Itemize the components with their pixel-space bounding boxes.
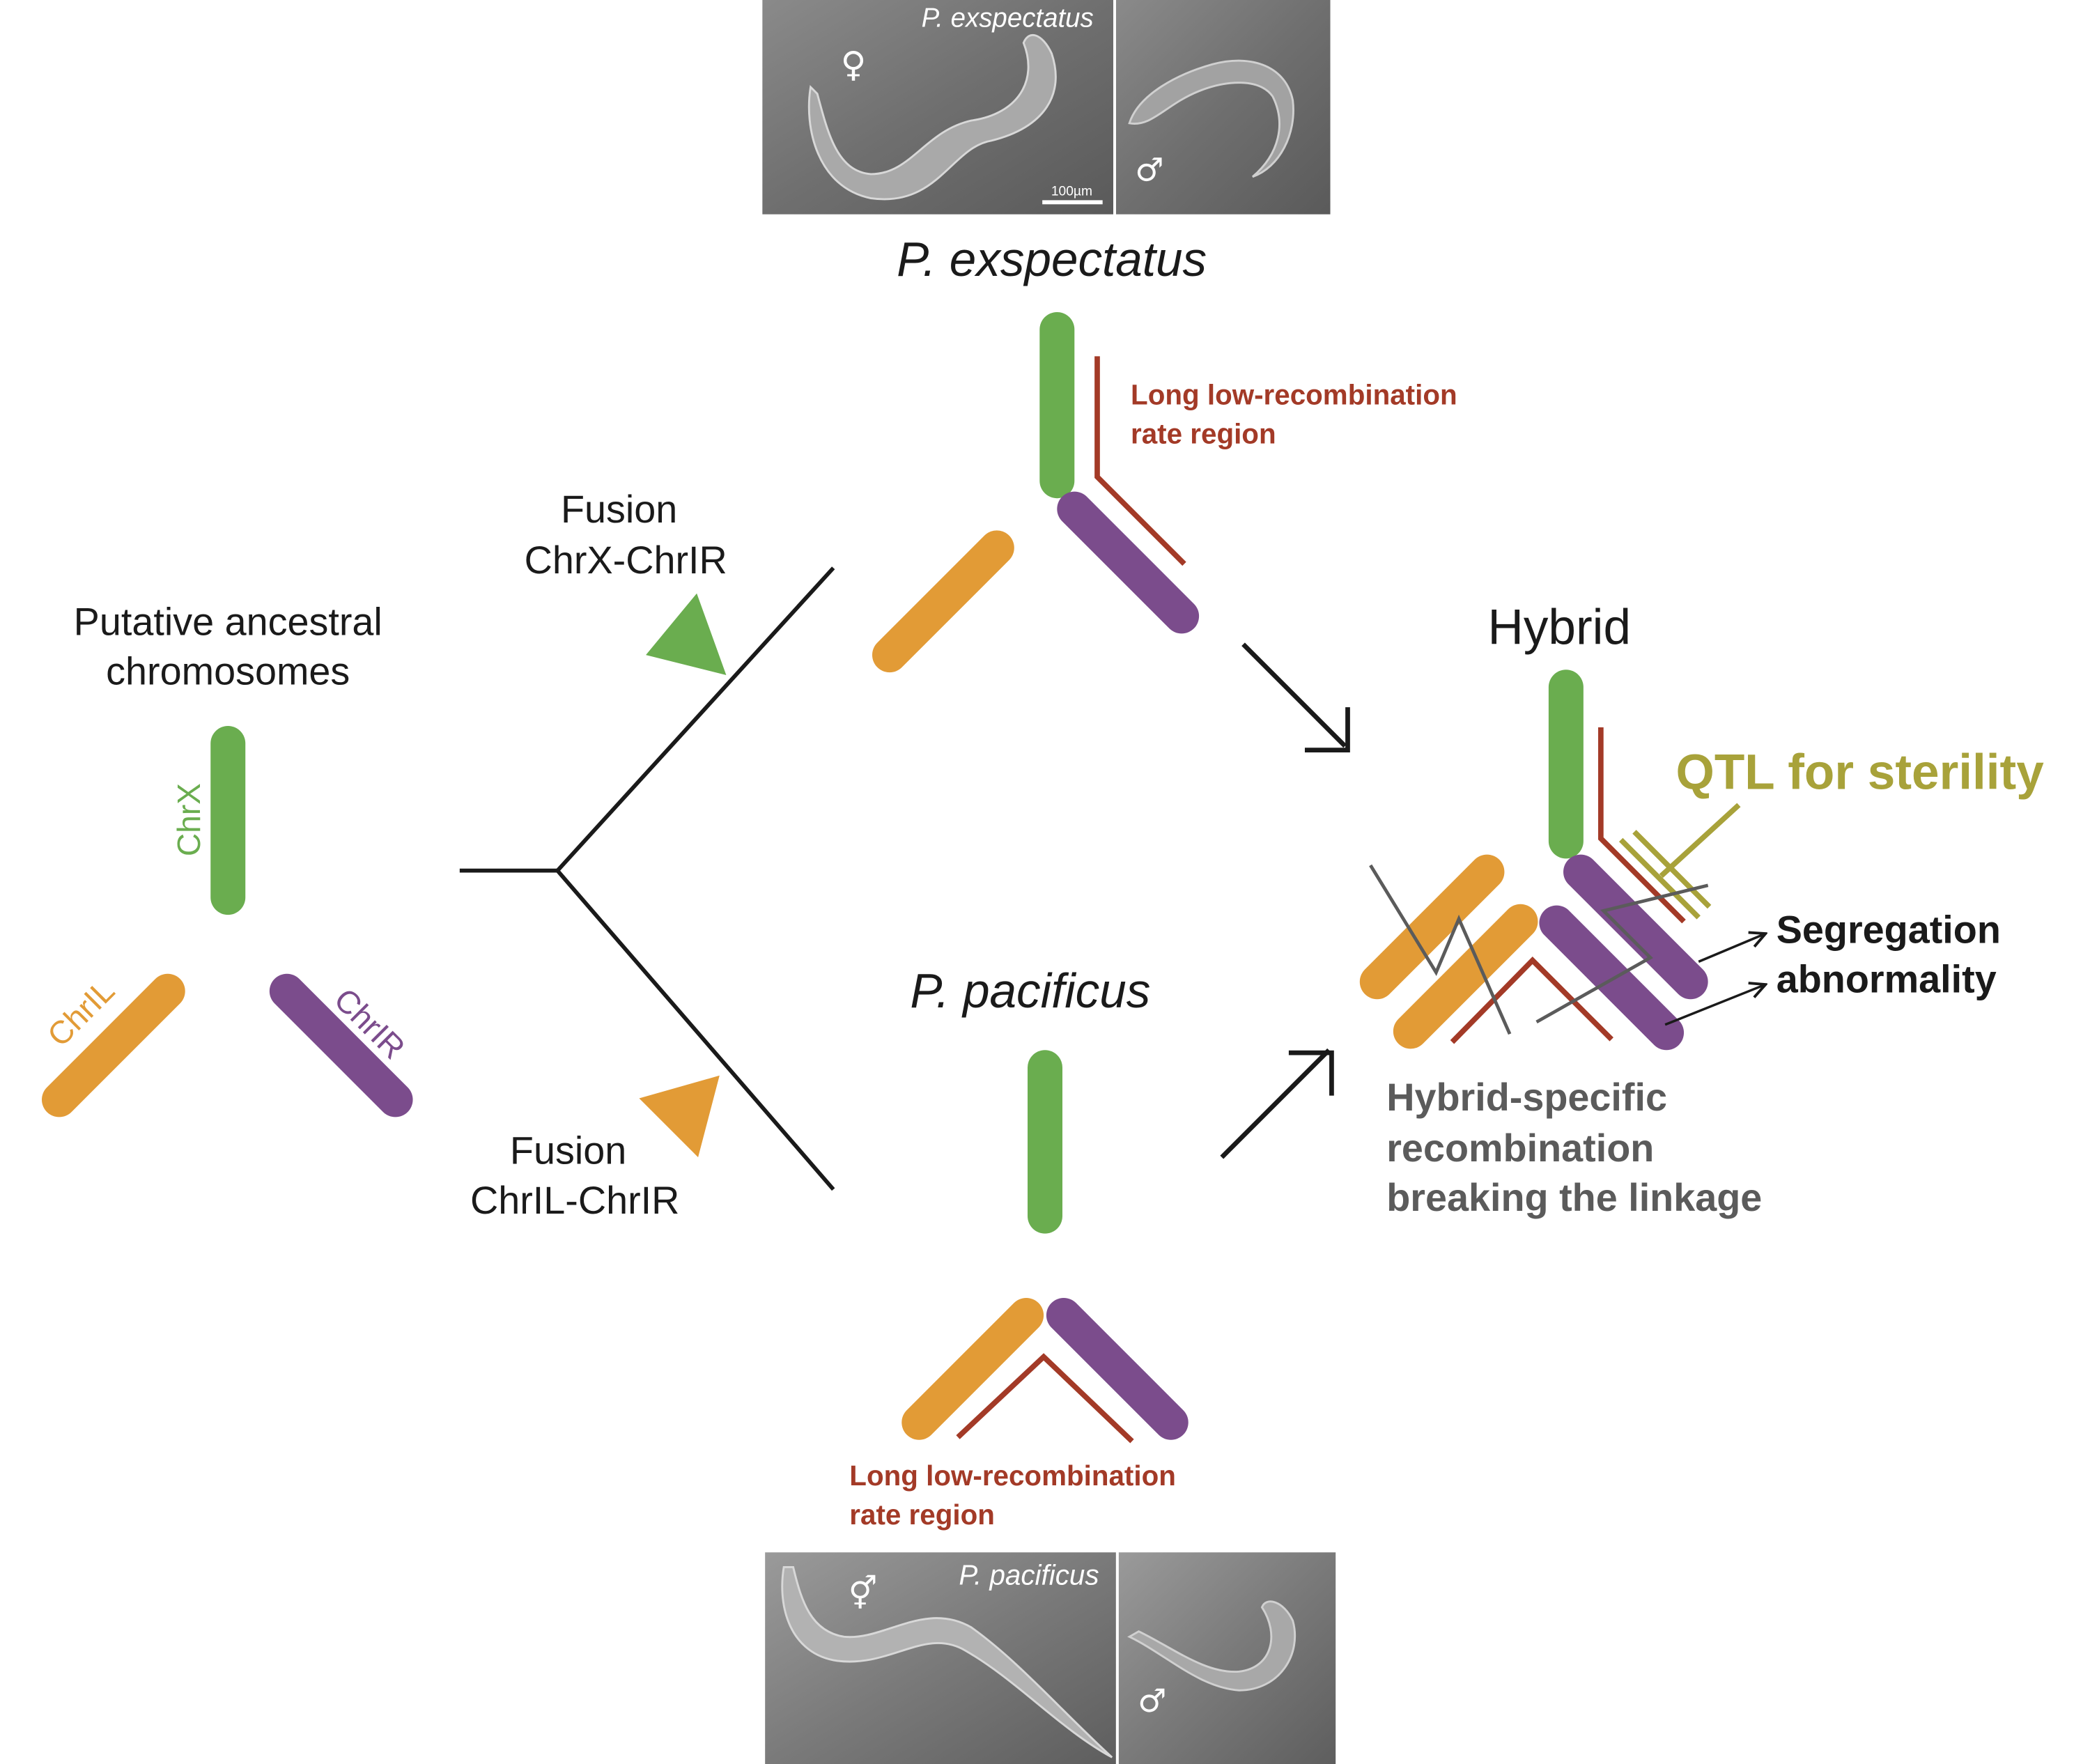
female-symbol-icon: ♀ <box>841 45 867 85</box>
photo-top: P. exspectatus ♀ ♂ 100µm <box>762 0 1331 215</box>
hybrid-recomb-zigzag-1 <box>1369 864 1512 1035</box>
tree-branch-bottom <box>556 869 835 1191</box>
qtl-tick-1 <box>1618 837 1701 920</box>
pacificus-chrIL-bar <box>901 1297 1044 1440</box>
phylogeny-tree <box>459 566 835 1191</box>
exspectatus-region-line2: rate region <box>1131 417 1276 449</box>
hybrid-chrIL-bar-1 <box>1359 854 1505 1000</box>
worm-male-pacificus <box>1127 1600 1296 1692</box>
exspectatus-chrIR-bar <box>1057 491 1200 634</box>
hybrid-recomb-zigzag-2 <box>1535 883 1709 1023</box>
photo-top-title: P. exspectatus <box>922 3 1094 33</box>
recomb-label-line2: recombination <box>1386 1127 1654 1170</box>
photo-bottom-title: P. pacificus <box>959 1558 1099 1591</box>
hybrid-chrIL-bar-2 <box>1393 904 1538 1049</box>
fusion-top-triangle-icon <box>646 593 727 675</box>
worm-herm-pacificus <box>781 1565 1113 1758</box>
photo-bottom: P. pacificus ⚥ ♂ <box>765 1552 1336 1764</box>
male-symbol-bottom-icon: ♂ <box>1138 1682 1166 1719</box>
seg-label-line2: abnormality <box>1776 958 1997 1001</box>
exspectatus-chrIL-bar <box>872 530 1014 673</box>
seg-arrow-1 <box>1698 934 1765 963</box>
pacificus-chrIR-bar <box>1046 1297 1189 1440</box>
pacificus-group: P. pacificus Long low-recombination rate… <box>849 964 1189 1531</box>
fusion-bottom-triangle-icon <box>639 1075 720 1158</box>
male-symbol-icon: ♂ <box>1135 151 1163 189</box>
ancestral-title-line2: chromosomes <box>106 649 350 693</box>
exspectatus-low-recomb-line <box>1094 356 1186 566</box>
pacificus-region-line2: rate region <box>849 1499 995 1531</box>
arrow-top-to-hybrid <box>1241 642 1347 748</box>
fusion-bottom-line1: Fusion <box>510 1129 626 1173</box>
ancestral-group: Putative ancestral chromosomes ChrX ChrI… <box>40 600 413 1117</box>
ancestral-chrIL-bar <box>42 973 185 1117</box>
hybrid-title: Hybrid <box>1487 601 1631 656</box>
exspectatus-region-line1: Long low-recombination <box>1131 379 1457 411</box>
ancestral-chrIR-bar <box>269 973 413 1117</box>
fusion-top-line1: Fusion <box>561 488 677 531</box>
fusion-bottom-line2: ChrIL-ChrIR <box>470 1179 679 1222</box>
hermaphrodite-symbol-icon: ⚥ <box>849 1575 878 1612</box>
seg-arrow-2 <box>1664 984 1765 1026</box>
hybrid-low-recomb-line-2 <box>1450 957 1613 1044</box>
arrows-to-hybrid <box>1220 642 1350 1159</box>
seg-label-line1: Segregation <box>1776 908 2001 951</box>
arrow-bottom-head-icon <box>1288 1050 1334 1096</box>
hybrid-low-recomb-line-1 <box>1598 727 1686 924</box>
pacificus-region-line1: Long low-recombination <box>849 1460 1176 1492</box>
recomb-label-line1: Hybrid-specific <box>1386 1076 1667 1119</box>
fusion-top-line2: ChrX-ChrIR <box>525 539 727 582</box>
worm-male-exspectatus <box>1128 59 1294 178</box>
hybrid-group: Hybrid QTL for sterility Segregation abn… <box>1359 601 2045 1219</box>
worm-female-exspectatus <box>807 34 1057 201</box>
pacificus-low-recomb-line <box>956 1353 1134 1444</box>
recomb-label-line3: breaking the linkage <box>1386 1176 1762 1219</box>
arrow-top-head-icon <box>1304 707 1350 752</box>
qtl-label: QTL for sterility <box>1676 745 2045 800</box>
hybrid-chrIR-bar-1 <box>1563 854 1708 1000</box>
tree-branch-top <box>556 566 835 872</box>
pacificus-name: P. pacificus <box>910 964 1150 1018</box>
ancestral-title-line1: Putative ancestral <box>74 600 382 643</box>
exspectatus-name: P. exspectatus <box>897 232 1207 286</box>
ancestral-chrX-label: ChrX <box>171 783 207 856</box>
photo-bottom-panel-male <box>1118 1552 1336 1764</box>
qtl-pointer <box>1659 803 1741 879</box>
exspectatus-group: P. exspectatus Long low-recombination ra… <box>872 232 1457 673</box>
scale-bar-label: 100µm <box>1051 185 1092 199</box>
arrow-bottom-to-hybrid <box>1220 1048 1331 1159</box>
